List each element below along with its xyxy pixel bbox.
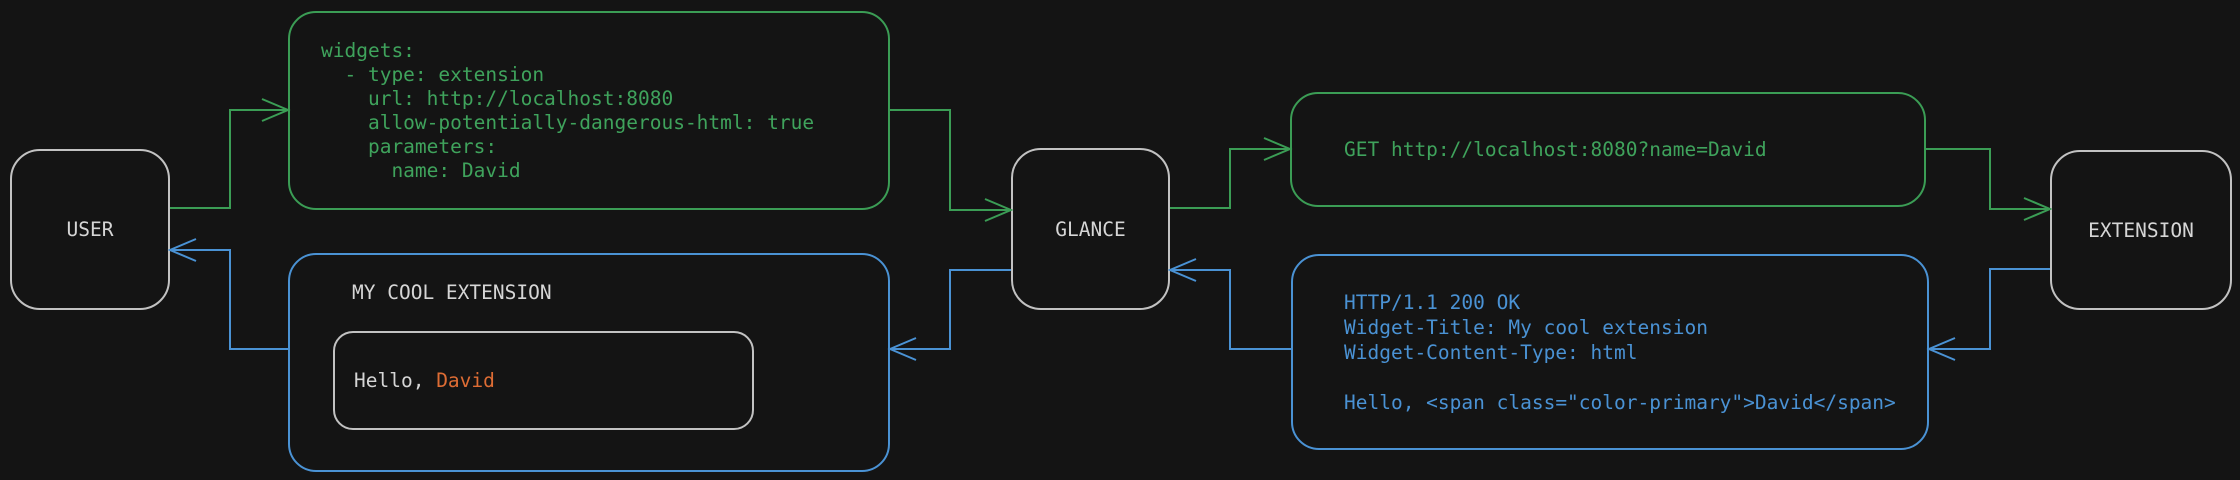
- widget-content-frame: Hello, David: [333, 331, 754, 430]
- user-node-label: USER: [66, 218, 114, 241]
- code-line: parameters:: [321, 134, 498, 158]
- extension-node: EXTENSION: [2050, 150, 2232, 310]
- widget-greeting: Hello, David: [354, 369, 495, 392]
- code-line: Hello, <span class="color-primary">David…: [1344, 390, 1896, 414]
- http-response-box: HTTP/1.1 200 OK Widget-Title: My cool ex…: [1291, 254, 1929, 450]
- glance-node: GLANCE: [1011, 148, 1170, 310]
- arrow-widget-to-user: [167, 238, 288, 350]
- http-request-box: GET http://localhost:8080?name=David: [1290, 92, 1926, 207]
- code-line: allow-potentially-dangerous-html: true: [321, 110, 815, 134]
- arrow-glance-to-request: [1170, 137, 1293, 209]
- code-line: url: http://localhost:8080: [321, 86, 674, 110]
- code-line: [1344, 365, 1927, 390]
- widget-title: MY COOL EXTENSION: [352, 281, 552, 304]
- arrow-user-to-config: [170, 98, 291, 209]
- code-line: HTTP/1.1 200 OK: [1344, 290, 1521, 314]
- yaml-config-code: widgets: - type: extension url: http://l…: [290, 13, 888, 208]
- rendered-widget-box: MY COOL EXTENSION Hello, David: [288, 253, 890, 472]
- arrow-glance-to-widget: [887, 269, 1011, 361]
- extension-node-label: EXTENSION: [2088, 218, 2194, 242]
- arrow-config-to-glance: [890, 109, 1014, 222]
- code-line: widgets:: [321, 38, 415, 62]
- yaml-config-box: widgets: - type: extension url: http://l…: [288, 11, 890, 210]
- arrow-response-to-glance: [1167, 258, 1291, 350]
- arrow-extension-to-response: [1926, 268, 2050, 361]
- http-response-code: HTTP/1.1 200 OK Widget-Title: My cool ex…: [1293, 256, 1927, 448]
- greeting-prefix: Hello,: [354, 369, 437, 392]
- code-line: name: David: [321, 158, 521, 182]
- greeting-name: David: [436, 369, 495, 392]
- arrow-request-to-extension: [1926, 148, 2053, 221]
- code-line: - type: extension: [321, 62, 545, 86]
- glance-node-label: GLANCE: [1055, 217, 1126, 241]
- http-request-code: GET http://localhost:8080?name=David: [1292, 94, 1924, 205]
- code-line: GET http://localhost:8080?name=David: [1344, 138, 1767, 161]
- code-line: Widget-Content-Type: html: [1344, 340, 1638, 364]
- user-node: USER: [10, 149, 170, 310]
- code-line: Widget-Title: My cool extension: [1344, 315, 1708, 339]
